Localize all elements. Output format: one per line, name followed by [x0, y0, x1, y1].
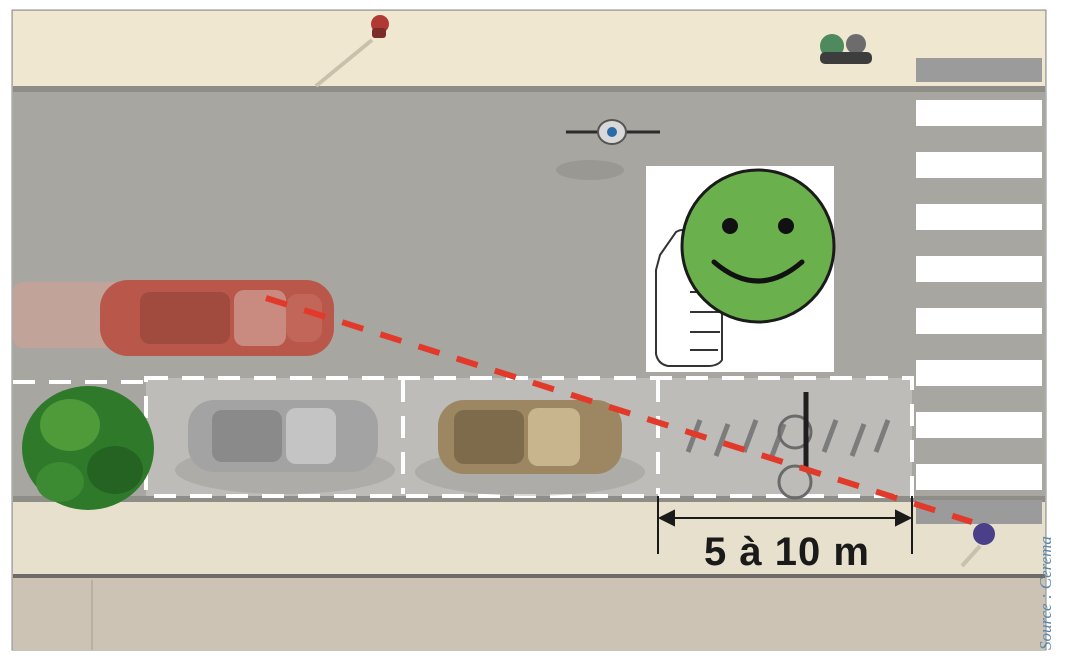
tactile-paving-top — [916, 58, 1042, 82]
moving-car — [13, 280, 334, 356]
parked-car-grey — [175, 400, 395, 494]
crosswalk-stripe — [916, 464, 1042, 490]
smiley-face-icon — [682, 170, 834, 322]
crosswalk-stripe — [916, 256, 1042, 282]
building-roof — [13, 578, 1045, 650]
tactile-paving-bottom — [916, 500, 1042, 524]
source-credit: Source : Cerema — [1036, 536, 1056, 650]
tree — [22, 386, 154, 510]
top-sidewalk — [13, 11, 1045, 89]
crosswalk-stripe — [916, 308, 1042, 334]
parked-car-brown — [415, 400, 645, 496]
crosswalk-stripe — [916, 360, 1042, 386]
top-curb — [13, 86, 1045, 92]
crosswalk-stripe — [916, 152, 1042, 178]
crosswalk-stripe — [916, 100, 1042, 126]
crosswalk-stripe — [916, 412, 1042, 438]
distance-label: 5 à 10 m — [676, 524, 898, 580]
crosswalk-stripe — [916, 204, 1042, 230]
